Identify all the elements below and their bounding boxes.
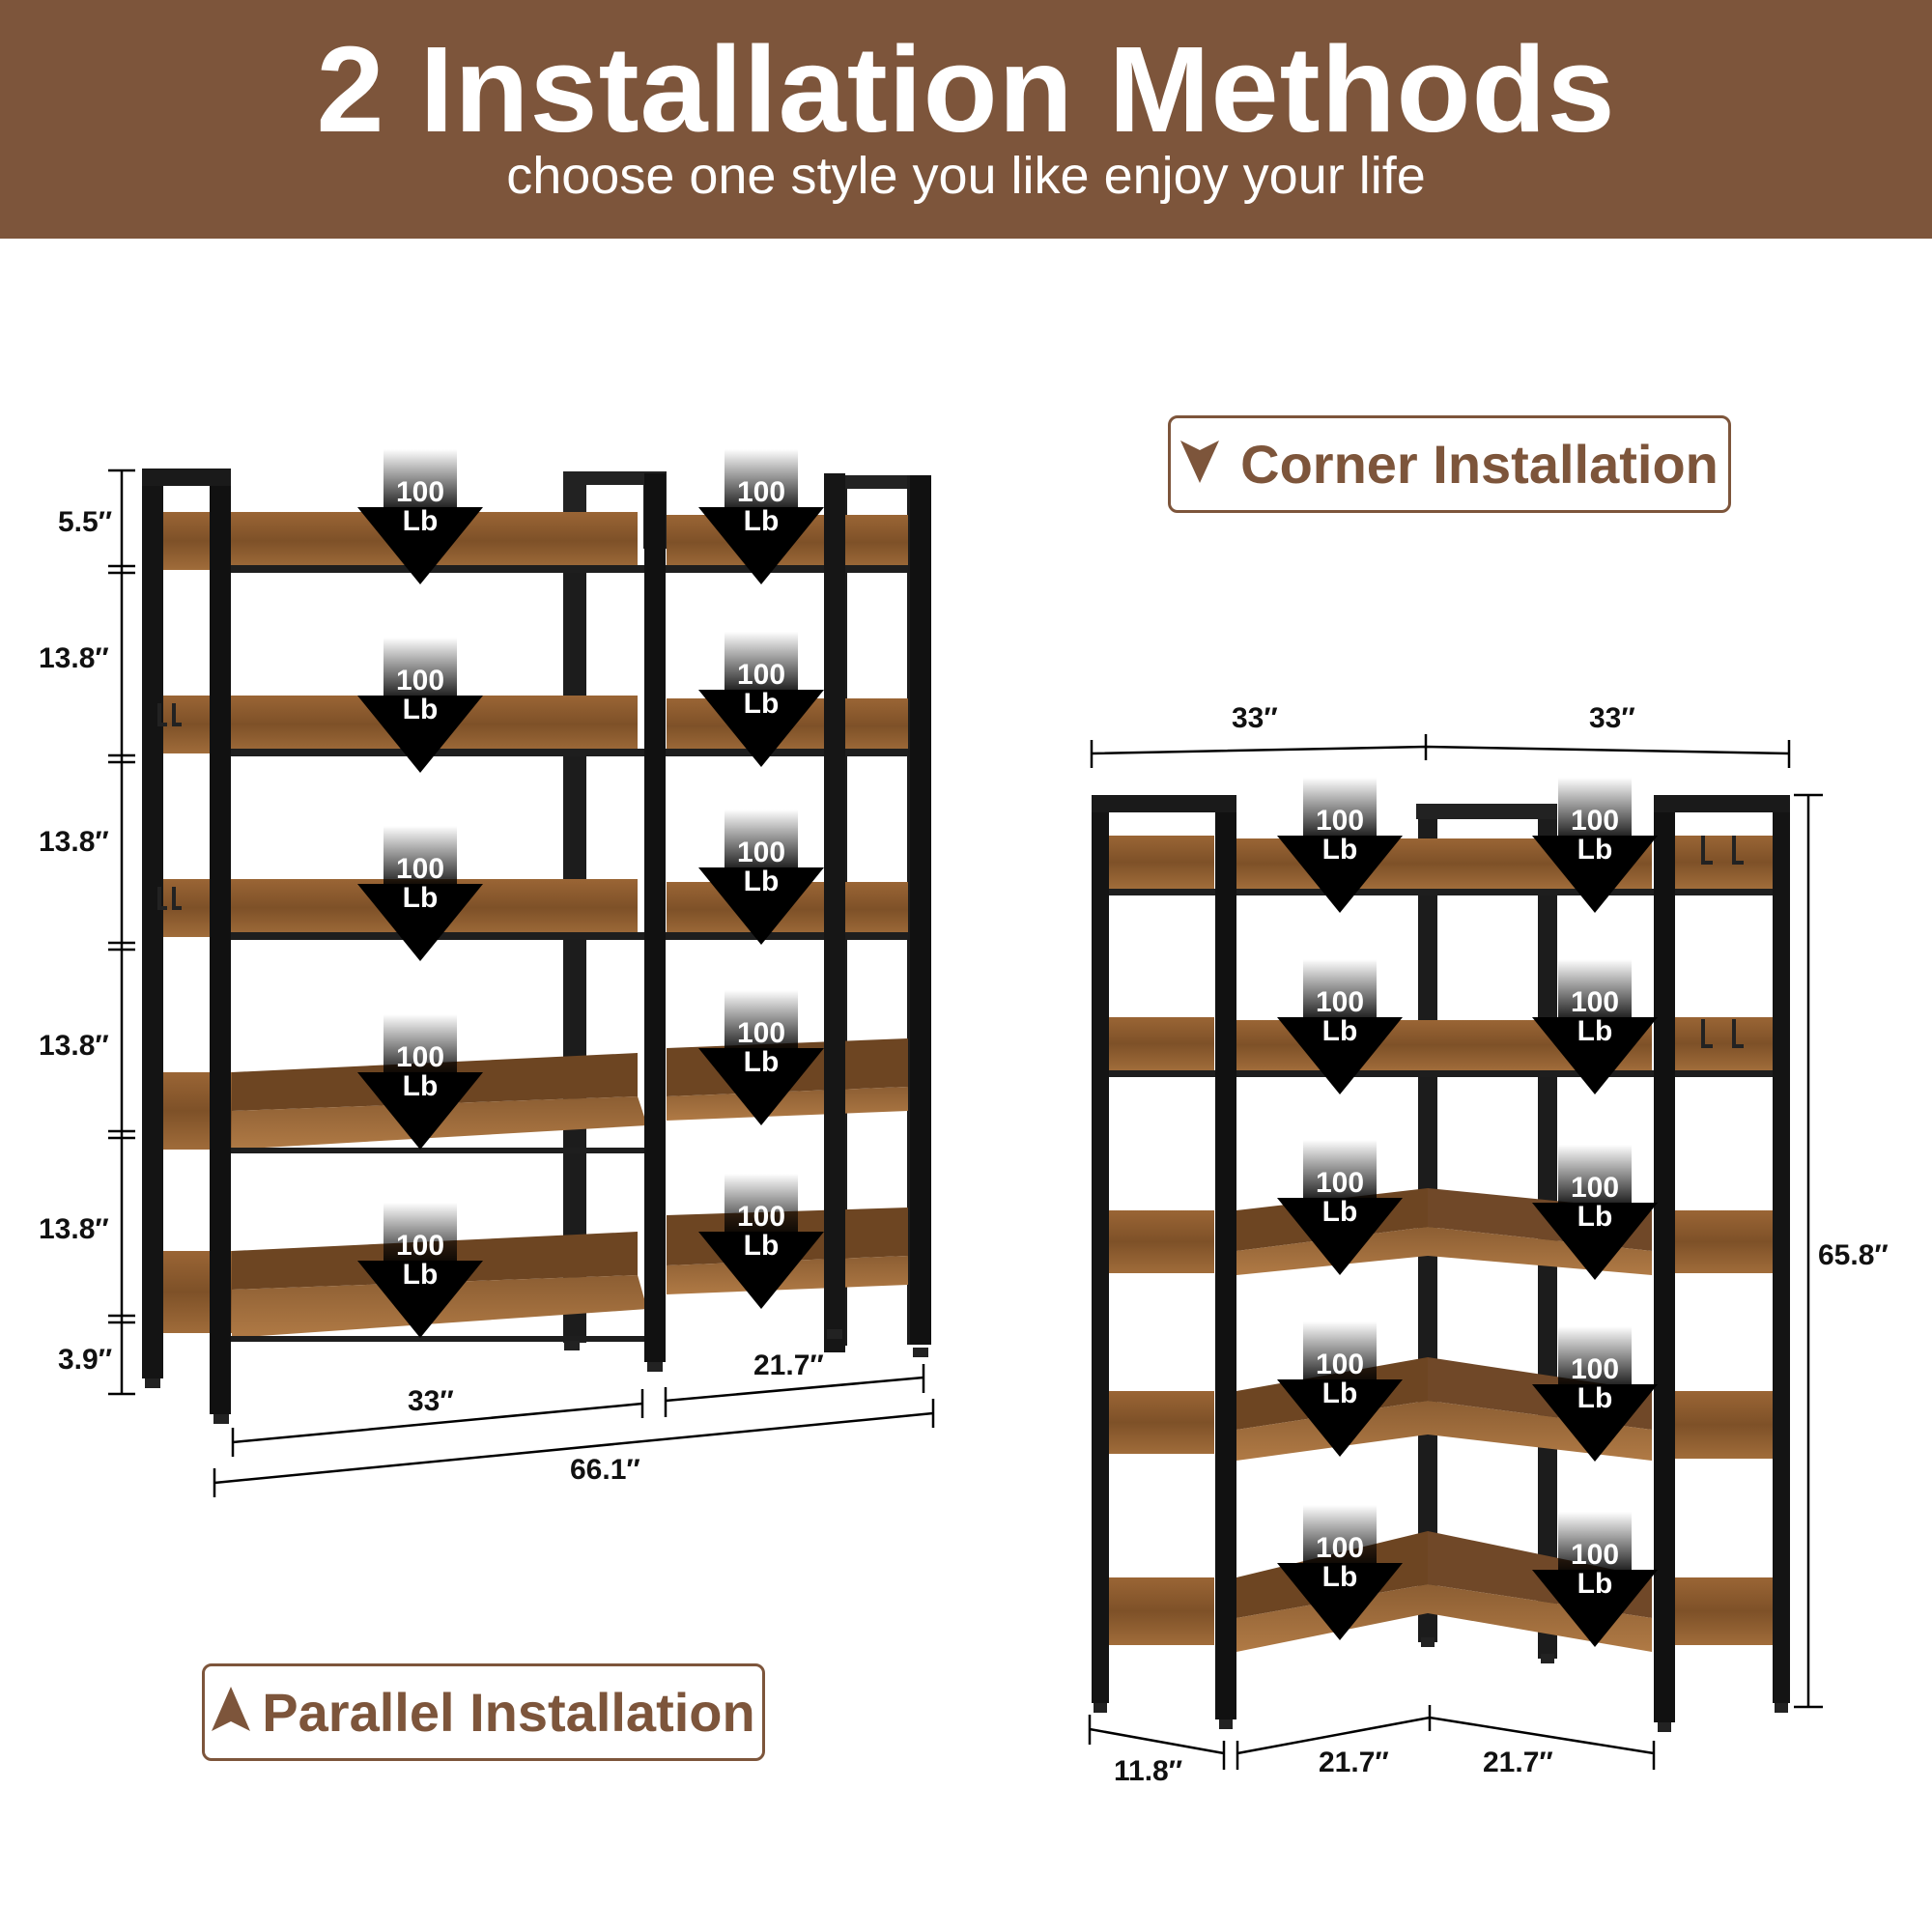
dim-corner-base-right: 21.7″	[1483, 1747, 1553, 1778]
down-arrow-icon	[698, 690, 824, 767]
down-arrow-icon	[1277, 1563, 1403, 1640]
corner-shelf-unit	[1092, 795, 1790, 1732]
dim-shelf-gap-3: 13.8″	[39, 1030, 109, 1062]
dim-corner-base-left: 21.7″	[1319, 1747, 1389, 1778]
dim-shelf-gap-2: 13.8″	[39, 826, 109, 858]
down-arrow-icon	[357, 507, 483, 584]
down-arrow-icon	[357, 884, 483, 961]
corner-installation-text: Corner Installation	[1240, 434, 1719, 495]
header-banner: 2 Installation Methods choose one style …	[0, 0, 1932, 239]
down-arrow-icon	[1532, 1203, 1658, 1280]
triangle-down-icon	[1180, 433, 1220, 496]
down-arrow-icon	[1532, 1570, 1658, 1647]
down-arrow-icon	[698, 1048, 824, 1125]
down-arrow-icon	[357, 1261, 483, 1338]
dim-shelf-gap-4: 13.8″	[39, 1213, 109, 1245]
down-arrow-icon	[357, 1072, 483, 1150]
down-arrow-icon	[1277, 1379, 1403, 1457]
down-arrow-icon	[1277, 1198, 1403, 1275]
parallel-width-dimension	[213, 1364, 935, 1497]
dim-top-clearance: 5.5″	[58, 506, 113, 538]
parallel-installation-label: Parallel Installation	[202, 1663, 765, 1761]
down-arrow-icon	[1532, 1017, 1658, 1094]
dim-shelf-gap-1: 13.8″	[39, 642, 109, 674]
page-subtitle: choose one style you like enjoy your lif…	[506, 147, 1426, 205]
down-arrow-icon	[357, 696, 483, 773]
down-arrow-icon	[1277, 1017, 1403, 1094]
dim-bottom-clearance: 3.9″	[58, 1344, 113, 1376]
corner-installation-label: Corner Installation	[1168, 415, 1731, 513]
parallel-height-dimension	[108, 469, 135, 1396]
down-arrow-icon	[698, 507, 824, 584]
dim-corner-depth: 11.8″	[1114, 1755, 1183, 1787]
corner-dimensions	[1088, 734, 1823, 1770]
page-title: 2 Installation Methods	[316, 21, 1616, 157]
parallel-installation-text: Parallel Installation	[262, 1682, 755, 1743]
dim-corner-top-right: 33″	[1589, 702, 1635, 734]
dim-width-left: 33″	[408, 1385, 454, 1417]
down-arrow-icon	[1532, 1384, 1658, 1462]
dim-width-right: 21.7″	[753, 1350, 824, 1381]
triangle-up-icon	[212, 1681, 251, 1744]
dim-total-width: 66.1″	[570, 1454, 640, 1486]
dim-corner-top-left: 33″	[1232, 702, 1278, 734]
down-arrow-icon	[1532, 836, 1658, 913]
down-arrow-icon	[698, 1232, 824, 1309]
down-arrow-icon	[698, 867, 824, 945]
down-arrow-icon	[1277, 836, 1403, 913]
dim-corner-height: 65.8″	[1818, 1239, 1889, 1271]
